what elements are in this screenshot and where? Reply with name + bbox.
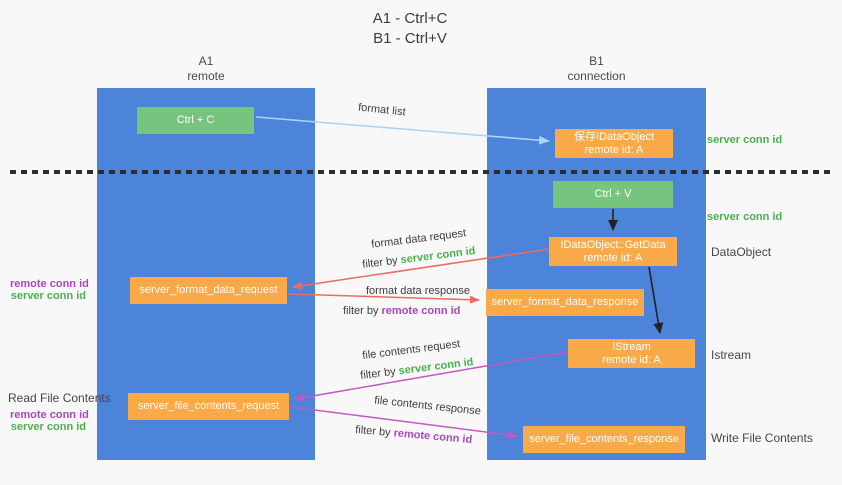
- ctrl-v-button-node: Ctrl + V: [553, 181, 673, 208]
- annotation-read-file-contents: Read File Contents: [8, 391, 111, 405]
- format-response-label: server_format_data_response: [491, 296, 639, 308]
- remote-conn-id-text: remote conn id: [10, 409, 89, 421]
- label-file-contents-response: file contents response: [373, 394, 482, 418]
- istream-remote-id: remote id: A: [602, 353, 661, 366]
- label-filter-by-server-conn-id-top: filter by server conn id: [362, 245, 476, 271]
- ctrl-c-label: Ctrl + C: [176, 114, 215, 126]
- label-filter-by-remote-conn-id-bottom: filter by remote conn id: [355, 424, 473, 446]
- annotation-server-conn-id-2: server conn id: [707, 211, 783, 223]
- save-idataobject-remote-id: remote id: A: [584, 143, 644, 156]
- label-format-data-response: format data response: [366, 285, 470, 297]
- filter-by-text: filter by: [354, 423, 392, 439]
- ctrl-c-button-node: Ctrl + C: [137, 107, 254, 134]
- istream-node: IStream remote id: A: [568, 339, 695, 368]
- remote-conn-id-text: remote conn id: [10, 278, 89, 290]
- annotation-istream: Istream: [711, 348, 752, 362]
- server-conn-id-text: server conn id: [399, 245, 477, 267]
- save-idataobject-title: 保存IDataObject: [573, 130, 655, 143]
- label-file-contents-request: file contents request: [361, 338, 461, 362]
- annotation-conn-ids-format: remote conn id server conn id: [10, 278, 89, 302]
- remote-conn-id-text: remote conn id: [381, 305, 461, 317]
- phase-separator-dashed-line: [10, 170, 832, 174]
- server-file-contents-response-node: server_file_contents_response: [523, 426, 685, 453]
- annotation-conn-ids-file: remote conn id server conn id: [10, 409, 89, 433]
- server-conn-id-text: server conn id: [10, 420, 86, 433]
- label-filter-by-remote-conn-id-top: filter by remote conn id: [343, 305, 460, 317]
- server-conn-id-text: server conn id: [397, 356, 475, 378]
- ctrl-v-label: Ctrl + V: [594, 188, 632, 200]
- filter-by-text: filter by: [361, 254, 399, 271]
- filter-by-text: filter by: [359, 365, 397, 382]
- label-filter-by-server-conn-id-bottom: filter by server conn id: [360, 356, 474, 382]
- annotation-server-conn-id-1: server conn id: [707, 134, 783, 146]
- label-format-list: format list: [357, 101, 407, 119]
- file-request-label: server_file_contents_request: [137, 400, 280, 412]
- column-header-b1: B1 connection: [487, 54, 706, 84]
- title-line-2: B1 - Ctrl+V: [373, 30, 447, 47]
- column-b1-subtitle: connection: [567, 69, 626, 83]
- column-a1-subtitle: remote: [187, 69, 225, 83]
- remote-conn-id-text: remote conn id: [393, 427, 473, 447]
- server-format-data-response-node: server_format_data_response: [486, 289, 644, 316]
- column-header-a1: A1 remote: [97, 54, 315, 84]
- server-format-data-request-node: server_format_data_request: [130, 277, 287, 304]
- getdata-title: IDataObject::GetData: [560, 238, 666, 251]
- annotation-write-file-contents: Write File Contents: [711, 431, 813, 445]
- server-file-contents-request-node: server_file_contents_request: [128, 393, 289, 420]
- title-line-1: A1 - Ctrl+C: [372, 10, 448, 27]
- istream-title: IStream: [612, 340, 651, 353]
- file-response-label: server_file_contents_response: [529, 433, 679, 445]
- server-conn-id-text: server conn id: [10, 289, 86, 302]
- idataobject-getdata-node: IDataObject::GetData remote id: A: [549, 237, 677, 266]
- column-a1-name: A1: [198, 54, 214, 68]
- label-format-data-request: format data request: [370, 227, 467, 251]
- column-b1-name: B1: [589, 54, 604, 68]
- filter-by-text: filter by: [343, 305, 379, 317]
- getdata-remote-id: remote id: A: [583, 251, 643, 264]
- diagram-title: A1 - Ctrl+C B1 - Ctrl+V: [0, 9, 820, 49]
- save-idataobject-node: 保存IDataObject remote id: A: [555, 129, 673, 158]
- annotation-dataobject: DataObject: [711, 245, 772, 259]
- format-request-label: server_format_data_request: [139, 284, 278, 296]
